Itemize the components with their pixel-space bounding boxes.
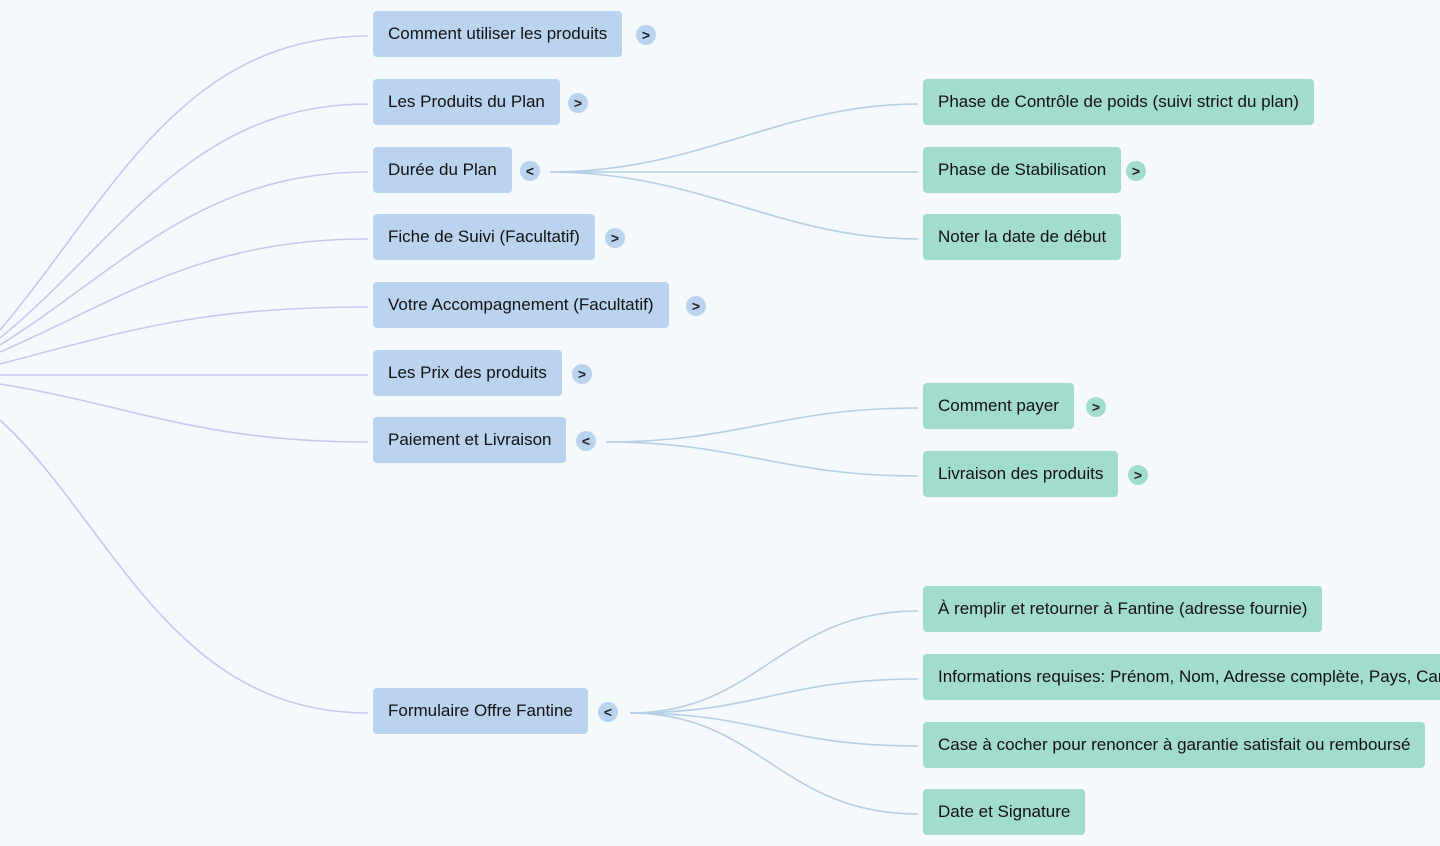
topic-paiement-livraison[interactable]: Paiement et Livraison (373, 417, 567, 463)
expand-toggle-fiche-suivi[interactable]: > (605, 228, 625, 248)
subtopic-label: Livraison des produits (938, 464, 1104, 483)
expand-toggle-accompagnement[interactable]: > (686, 296, 706, 316)
topic-label: Les Prix des produits (388, 363, 547, 382)
collapse-toggle-paiement-livraison[interactable]: < (576, 431, 596, 451)
expand-toggle-produits-plan[interactable]: > (568, 93, 588, 113)
expand-toggle-phase-stabilisation[interactable]: > (1126, 161, 1146, 181)
edge-duree-controle (549, 103, 919, 173)
edge-root-comment-utiliser (0, 35, 369, 331)
subtopic-remplir-retourner[interactable]: À remplir et retourner à Fantine (adress… (923, 586, 1323, 632)
topic-label: Les Produits du Plan (388, 92, 545, 111)
edge-paiement-payer (605, 407, 919, 443)
expand-toggle-comment-utiliser[interactable]: > (636, 25, 656, 45)
expand-toggle-livraison-produits[interactable]: > (1128, 465, 1148, 485)
subtopic-label: Date et Signature (938, 802, 1071, 821)
subtopic-label: Phase de Stabilisation (938, 160, 1107, 179)
subtopic-label: À remplir et retourner à Fantine (adress… (938, 599, 1308, 618)
subtopic-label: Informations requises: Prénom, Nom, Adre… (938, 667, 1440, 686)
topic-duree-plan[interactable]: Durée du Plan (373, 147, 512, 193)
subtopic-informations-requises[interactable]: Informations requises: Prénom, Nom, Adre… (923, 654, 1440, 700)
subtopic-label: Case à cocher pour renoncer à garantie s… (938, 735, 1411, 754)
edge-form-signature (629, 712, 919, 815)
edge-root-formulaire (0, 419, 369, 714)
expand-toggle-comment-payer[interactable]: > (1086, 397, 1106, 417)
collapse-toggle-formulaire-offre[interactable]: < (598, 702, 618, 722)
subtopic-label: Noter la date de début (938, 227, 1107, 246)
topic-accompagnement[interactable]: Votre Accompagnement (Facultatif) (373, 282, 669, 328)
collapse-toggle-duree-plan[interactable]: < (520, 161, 540, 181)
edge-form-infos (629, 678, 919, 714)
subtopic-noter-date[interactable]: Noter la date de début (923, 214, 1122, 260)
expand-toggle-prix-produits[interactable]: > (572, 364, 592, 384)
edge-root-duree-plan (0, 171, 369, 346)
root-edges (0, 35, 369, 714)
edge-root-produits-plan (0, 103, 369, 339)
topic-fiche-suivi[interactable]: Fiche de Suivi (Facultatif) (373, 214, 595, 260)
subtopic-livraison-produits[interactable]: Livraison des produits (923, 451, 1119, 497)
child-edges (549, 103, 919, 815)
topic-label: Comment utiliser les produits (388, 24, 608, 43)
topic-label: Fiche de Suivi (Facultatif) (388, 227, 580, 246)
subtopic-label: Comment payer (938, 396, 1059, 415)
edge-duree-date (549, 171, 919, 240)
topic-formulaire-offre[interactable]: Formulaire Offre Fantine (373, 688, 588, 734)
topic-label: Durée du Plan (388, 160, 497, 179)
edge-paiement-livraison (605, 441, 919, 477)
edge-form-remplir (629, 610, 919, 714)
subtopic-phase-stabilisation[interactable]: Phase de Stabilisation (923, 147, 1122, 193)
subtopic-comment-payer[interactable]: Comment payer (923, 383, 1074, 429)
topic-label: Votre Accompagnement (Facultatif) (388, 295, 654, 314)
topic-prix-produits[interactable]: Les Prix des produits (373, 350, 562, 396)
edge-root-fiche-suivi (0, 238, 369, 353)
topic-produits-plan[interactable]: Les Produits du Plan (373, 79, 560, 125)
subtopic-label: Phase de Contrôle de poids (suivi strict… (938, 92, 1299, 111)
topic-label: Paiement et Livraison (388, 430, 552, 449)
subtopic-case-cocher[interactable]: Case à cocher pour renoncer à garantie s… (923, 722, 1426, 768)
subtopic-phase-controle[interactable]: Phase de Contrôle de poids (suivi strict… (923, 79, 1314, 125)
topic-comment-utiliser[interactable]: Comment utiliser les produits (373, 11, 623, 57)
edge-form-case (629, 712, 919, 747)
edge-root-accompagnement (0, 306, 369, 365)
subtopic-date-signature[interactable]: Date et Signature (923, 789, 1086, 835)
topic-label: Formulaire Offre Fantine (388, 701, 573, 720)
edge-root-paiement (0, 383, 369, 443)
